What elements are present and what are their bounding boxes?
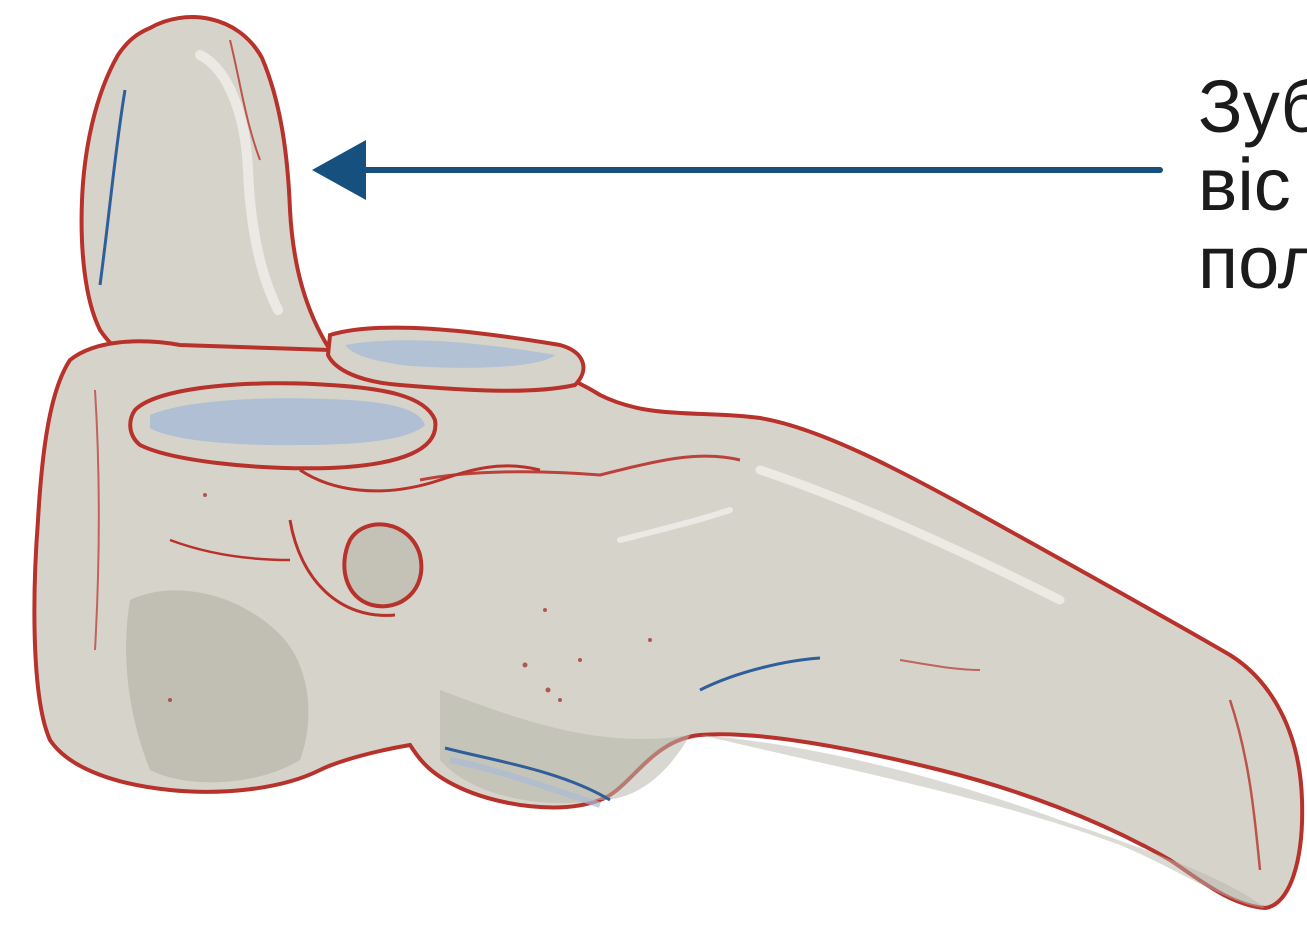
label-line-3: пол xyxy=(1198,224,1307,302)
dens-process xyxy=(82,17,330,380)
transverse-foramen xyxy=(344,524,421,606)
label-line-2: віс xyxy=(1198,146,1307,224)
dens-label: Зуб віс пол xyxy=(1198,68,1307,302)
label-line-1: Зуб xyxy=(1198,68,1307,146)
arrow-left-icon xyxy=(312,140,1160,200)
